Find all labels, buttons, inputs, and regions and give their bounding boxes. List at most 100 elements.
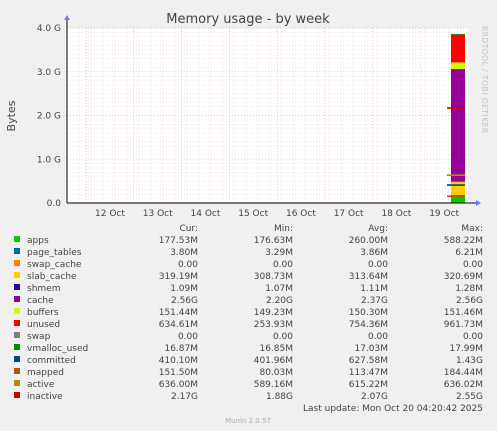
area-segment-vmalloc_used (451, 33, 465, 35)
area-segment-page_tables (451, 195, 465, 196)
legend-value-cur: 151.44M (159, 308, 198, 318)
area-segment-slab_cache (451, 181, 465, 196)
munin-version: Munin 2.0.57 (225, 417, 271, 425)
legend-label-unused: unused (27, 320, 60, 330)
legend-value-avg: 313.64M (349, 272, 388, 282)
legend-swatch-apps (14, 236, 20, 242)
legend-swatch-inactive (14, 392, 20, 398)
legend-value-max: 0.00 (463, 260, 483, 270)
legend-value-max: 961.73M (444, 320, 483, 330)
area-segment-unused (451, 34, 465, 63)
legend-value-min: 16.85M (259, 344, 293, 354)
y-axis-arrow (64, 15, 70, 20)
legend-label-vmalloc_used: vmalloc_used (27, 344, 88, 354)
x-tick-label: 18 Oct (381, 209, 411, 219)
x-tick-label: 17 Oct (334, 209, 364, 219)
legend-value-min: 2.20G (266, 296, 293, 306)
legend-value-max: 0.00 (463, 332, 483, 342)
legend-value-min: 80.03M (259, 368, 293, 378)
legend-value-avg: 0.00 (368, 260, 388, 270)
y-axis-label: Bytes (5, 100, 18, 131)
legend-label-buffers: buffers (27, 308, 59, 318)
legend-value-min: 253.93M (254, 320, 293, 330)
legend-label-inactive: inactive (27, 392, 63, 402)
y-tick-label: 4.0 G (37, 24, 61, 34)
legend-value-max: 2.55G (456, 392, 483, 402)
x-tick-label: 19 Oct (429, 209, 459, 219)
legend-swatch-vmalloc_used (14, 344, 20, 350)
legend-value-max: 1.43G (456, 356, 483, 366)
legend-value-min: 1.88G (266, 392, 293, 402)
legend-swatch-mapped (14, 368, 20, 374)
legend-value-avg: 754.36M (349, 320, 388, 330)
legend-swatch-swap (14, 332, 20, 338)
area-segment-apps (451, 195, 465, 203)
legend-value-min: 149.23M (254, 308, 293, 318)
legend-value-avg: 2.07G (361, 392, 388, 402)
x-tick-label: 14 Oct (191, 209, 221, 219)
legend-value-avg: 1.11M (360, 284, 388, 294)
legend-swatch-cache (14, 296, 20, 302)
legend-label-cache: cache (27, 296, 54, 306)
legend-value-avg: 17.03M (354, 344, 388, 354)
legend-label-shmem: shmem (27, 284, 60, 294)
legend-value-cur: 636.00M (159, 380, 198, 390)
x-tick-label: 13 Oct (143, 209, 173, 219)
legend-value-min: 589.16M (254, 380, 293, 390)
legend-value-min: 1.07M (265, 284, 293, 294)
legend-swatch-slab_cache (14, 272, 20, 278)
y-tick-label: 0.0 (47, 199, 62, 209)
legend-value-min: 176.63M (254, 236, 293, 246)
legend-value-cur: 319.19M (159, 272, 198, 282)
legend-value-max: 2.56G (456, 296, 483, 306)
y-tick-label: 2.0 G (37, 112, 61, 122)
x-tick-label: 15 Oct (238, 209, 268, 219)
legend-column-header: Avg: (368, 224, 388, 234)
legend-value-cur: 410.10M (159, 356, 198, 366)
legend-value-min: 308.73M (254, 272, 293, 282)
legend-value-min: 3.29M (265, 248, 293, 258)
legend-label-swap: swap (27, 332, 51, 342)
legend-value-max: 1.28M (455, 284, 483, 294)
legend-value-min: 0.00 (273, 332, 293, 342)
legend-value-min: 0.00 (273, 260, 293, 270)
legend-label-swap_cache: swap_cache (27, 260, 82, 270)
legend-value-avg: 3.86M (360, 248, 388, 258)
chart-title: Memory usage - by week (166, 12, 330, 27)
legend-value-cur: 0.00 (178, 332, 198, 342)
legend-value-cur: 2.17G (171, 392, 198, 402)
y-tick-label: 3.0 G (37, 68, 61, 78)
legend-label-page_tables: page_tables (27, 248, 82, 258)
legend-swatch-unused (14, 320, 20, 326)
legend-value-avg: 113.47M (349, 368, 388, 378)
legend-value-cur: 0.00 (178, 260, 198, 270)
legend-value-avg: 150.30M (349, 308, 388, 318)
legend-swatch-page_tables (14, 248, 20, 254)
legend-swatch-buffers (14, 308, 20, 314)
x-tick-label: 12 Oct (95, 209, 125, 219)
legend-value-min: 401.96M (254, 356, 293, 366)
legend-value-max: 320.69M (444, 272, 483, 282)
legend-value-max: 151.46M (444, 308, 483, 318)
legend-value-max: 184.44M (444, 368, 483, 378)
legend-value-cur: 177.53M (159, 236, 198, 246)
legend-column-header: Min: (274, 224, 293, 234)
last-update: Last update: Mon Oct 20 04:20:42 2025 (303, 404, 483, 414)
legend-value-cur: 1.09M (170, 284, 198, 294)
legend-value-max: 6.21M (455, 248, 483, 258)
legend-label-slab_cache: slab_cache (27, 272, 77, 282)
x-tick-label: 16 Oct (286, 209, 316, 219)
area-segment-buffers (451, 62, 465, 70)
legend-value-cur: 634.61M (159, 320, 198, 330)
legend-column-header: Max: (461, 224, 483, 234)
legend-label-mapped: mapped (27, 368, 64, 378)
legend-value-cur: 151.50M (159, 368, 198, 378)
legend-value-avg: 615.22M (349, 380, 388, 390)
legend-value-cur: 3.80M (170, 248, 198, 258)
legend-swatch-committed (14, 356, 20, 362)
legend-swatch-shmem (14, 284, 20, 290)
